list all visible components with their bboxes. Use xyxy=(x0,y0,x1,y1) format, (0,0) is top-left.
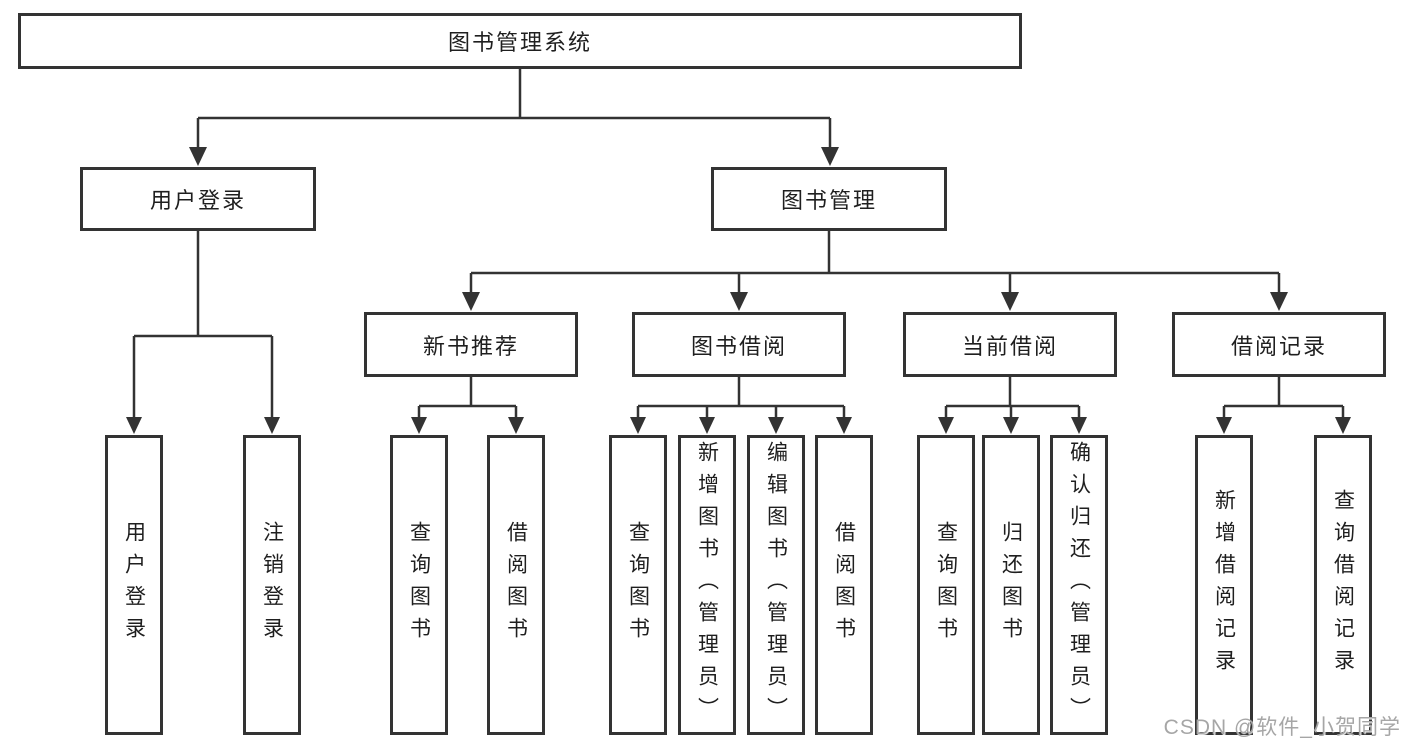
connector-borrow-to-leaves xyxy=(636,377,846,420)
leaf-current-confirm-return-admin: 确认归还（管理员） xyxy=(1050,435,1108,735)
connector-recommend-to-leaves xyxy=(417,377,518,420)
arrow-down-icon xyxy=(821,147,839,166)
arrow-down-icon xyxy=(630,417,646,434)
leaf-records-query-borrow-record: 查询借阅记录 xyxy=(1314,435,1372,735)
node-user-login-branch: 用户登录 xyxy=(80,167,316,231)
leaf-borrowing-add-books-admin: 新增图书（管理员） xyxy=(678,435,736,735)
arrow-down-icon xyxy=(462,292,480,311)
arrow-down-icon xyxy=(768,417,784,434)
csdn-watermark: CSDN @软件_小贺同学 xyxy=(1163,716,1401,739)
arrow-down-icon xyxy=(1270,292,1288,311)
connector-records-to-leaves xyxy=(1222,377,1345,420)
leaf-current-return-books: 归还图书 xyxy=(982,435,1040,735)
node-book-borrowing: 图书借阅 xyxy=(632,312,846,377)
arrow-down-icon xyxy=(1003,417,1019,434)
arrow-down-icon xyxy=(1335,417,1351,434)
node-current-borrowing: 当前借阅 xyxy=(903,312,1117,377)
arrow-down-icon xyxy=(699,417,715,434)
leaf-borrowing-borrow-books: 借阅图书 xyxy=(815,435,873,735)
leaf-borrowing-edit-books-admin: 编辑图书（管理员） xyxy=(747,435,805,735)
arrow-down-icon xyxy=(1001,292,1019,311)
node-borrowing-records: 借阅记录 xyxy=(1172,312,1386,377)
leaf-recommend-borrow-books: 借阅图书 xyxy=(487,435,545,735)
arrow-down-icon xyxy=(1216,417,1232,434)
arrow-down-icon xyxy=(730,292,748,311)
arrow-down-icon xyxy=(508,417,524,434)
connector-bookmgmt-to-modules xyxy=(469,231,1281,296)
arrow-down-icon xyxy=(126,417,142,434)
node-book-management-branch: 图书管理 xyxy=(711,167,947,231)
connector-current-to-leaves xyxy=(944,377,1081,420)
node-new-book-recommendation: 新书推荐 xyxy=(364,312,578,377)
connector-root-to-branches xyxy=(196,68,832,150)
arrow-down-icon xyxy=(938,417,954,434)
leaf-user-login: 用户登录 xyxy=(105,435,163,735)
node-root-system: 图书管理系统 xyxy=(18,13,1022,69)
arrow-down-icon xyxy=(411,417,427,434)
leaf-logout: 注销登录 xyxy=(243,435,301,735)
leaf-current-query-books: 查询图书 xyxy=(917,435,975,735)
arrow-down-icon xyxy=(1071,417,1087,434)
leaf-recommend-query-books: 查询图书 xyxy=(390,435,448,735)
connector-userlogin-to-leaves xyxy=(132,231,274,420)
arrow-down-icon xyxy=(836,417,852,434)
arrow-down-icon xyxy=(264,417,280,434)
leaf-records-add-borrow-record: 新增借阅记录 xyxy=(1195,435,1253,735)
leaf-borrowing-query-books: 查询图书 xyxy=(609,435,667,735)
arrow-down-icon xyxy=(189,147,207,166)
